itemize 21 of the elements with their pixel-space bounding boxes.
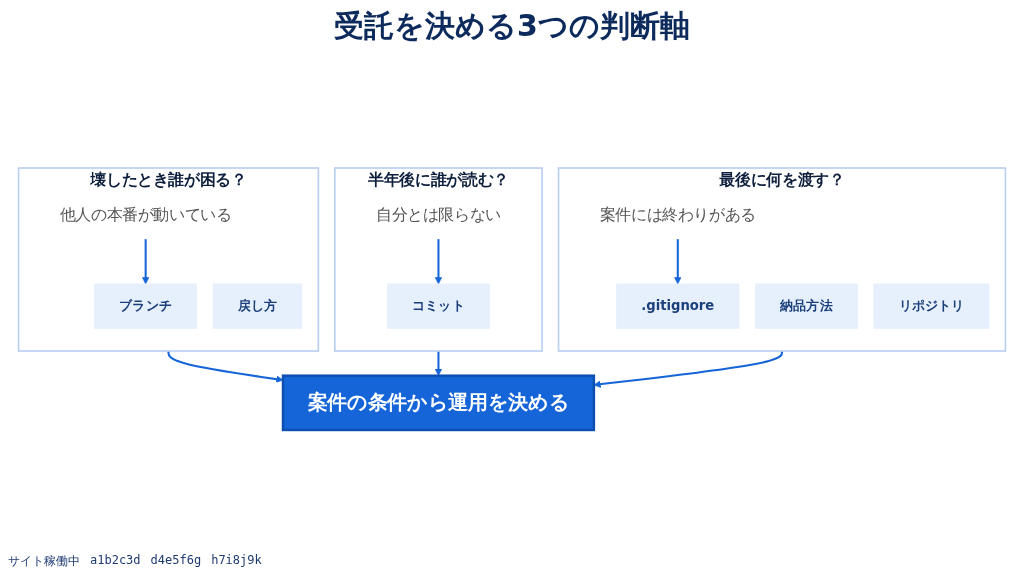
arrow [434,351,443,376]
node-box: 案件の条件から運用を決める [281,374,596,432]
node-text: 他人の本番が動いている [59,205,232,224]
node-box: .gitignore [616,283,740,329]
note-text: d4e5f6g [150,553,202,569]
note-text: a1b2c3d [90,553,141,569]
arrow [674,238,682,285]
arrow [142,238,150,285]
node-box: ブランチ [94,283,198,329]
arrow [434,238,443,285]
arrow [167,351,284,383]
note-text: サイト稼働中 [8,553,80,570]
node-text: 自分とは限らない [375,205,501,224]
node-box: コミット [387,283,490,329]
node-box: リポジトリ [873,283,990,329]
node-box: 納品方法 [755,283,858,329]
title: 受託を決める3つの判断軸 [333,7,691,45]
node-box: 戻し方 [212,283,303,329]
note-text: h7i8j9k [211,553,262,569]
node-text: 案件には終わりがある [599,205,756,224]
arrow [593,351,783,388]
